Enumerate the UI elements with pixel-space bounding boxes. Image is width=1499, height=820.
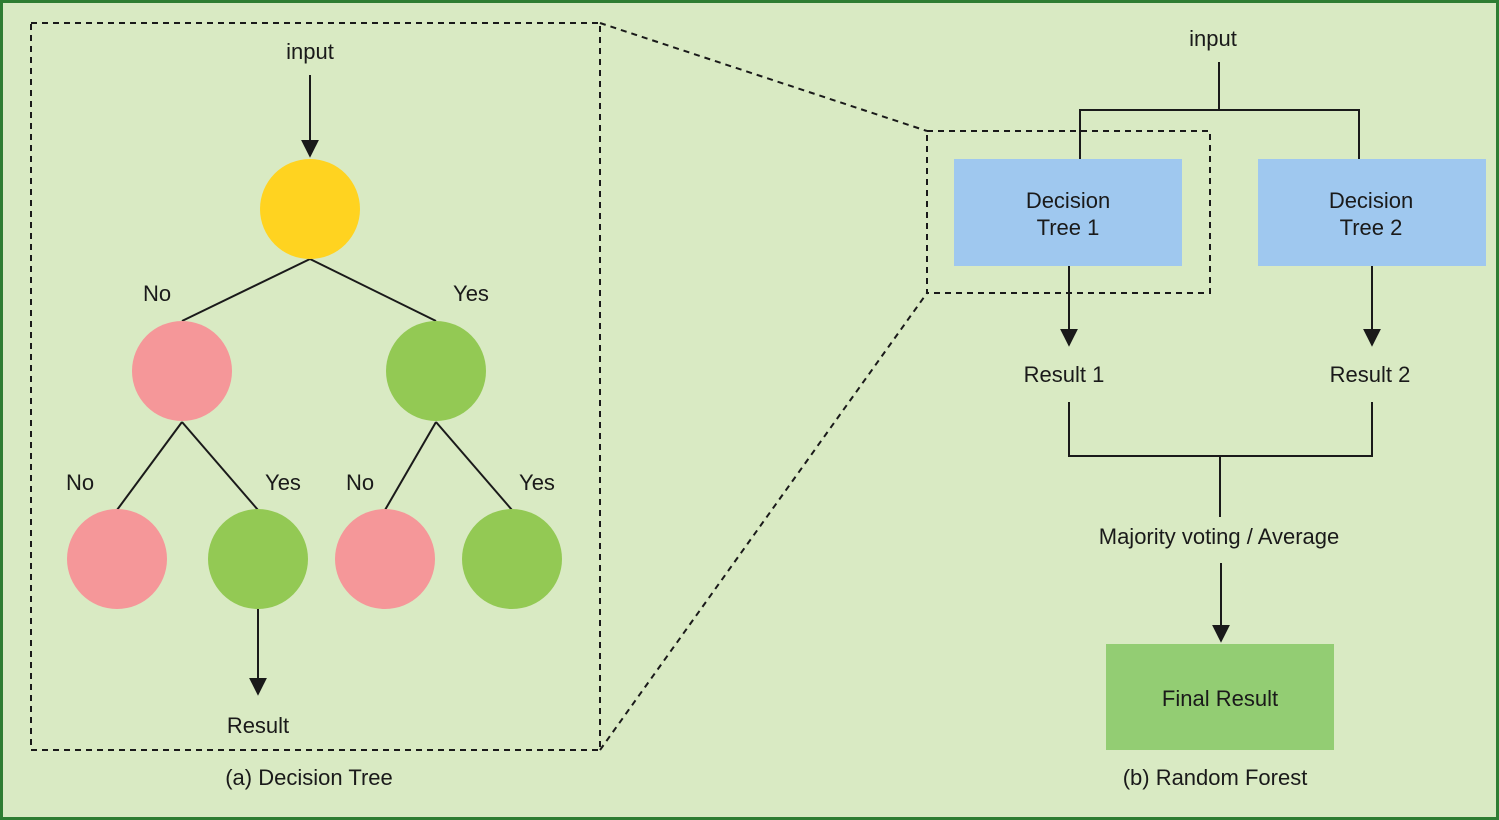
rf-result1: Result 1 — [1024, 362, 1105, 387]
dt-input-label: input — [286, 39, 334, 64]
dt-leaf-2 — [208, 509, 308, 609]
dt-node-right — [386, 321, 486, 421]
rf-tree2-line2: Tree 2 — [1340, 215, 1403, 240]
dt-caption: (a) Decision Tree — [225, 765, 393, 790]
dt-node-left — [132, 321, 232, 421]
zoom-line-bottom — [599, 292, 928, 751]
rf-input-branch — [1079, 109, 1360, 159]
rf-final-box — [1106, 644, 1334, 750]
rf-caption: (b) Random Forest — [1123, 765, 1308, 790]
dt-label-no-3: No — [346, 470, 374, 495]
rf-tree1-box — [954, 159, 1182, 266]
rf-tree2-box — [1258, 159, 1486, 266]
dt-label-no-1: No — [143, 281, 171, 306]
rf-final-label: Final Result — [1162, 686, 1278, 711]
dt-edge-root-right — [309, 258, 437, 322]
dt-edge-l-lr — [181, 421, 259, 511]
dt-edge-root-left — [181, 258, 311, 322]
rf-input-label: input — [1189, 26, 1237, 51]
dt-edge-r-rl — [384, 421, 437, 511]
zoom-line-top — [599, 22, 928, 132]
dt-label-yes-1: Yes — [453, 281, 489, 306]
dt-edge-r-rr — [435, 421, 513, 511]
dt-leaf-4 — [462, 509, 562, 609]
dt-root-node — [260, 159, 360, 259]
dt-label-yes-2: Yes — [265, 470, 301, 495]
rf-tree1-line2: Tree 1 — [1037, 215, 1100, 240]
dt-label-no-2: No — [66, 470, 94, 495]
dt-edge-l-ll — [116, 421, 183, 511]
rf-aggregation-label: Majority voting / Average — [1099, 524, 1340, 549]
dt-result-label: Result — [227, 713, 289, 738]
dt-label-yes-3: Yes — [519, 470, 555, 495]
dt-leaf-3 — [335, 509, 435, 609]
rf-result2: Result 2 — [1330, 362, 1411, 387]
dt-leaf-1 — [67, 509, 167, 609]
rf-tree2-line1: Decision — [1329, 188, 1413, 213]
rf-tree1-line1: Decision — [1026, 188, 1110, 213]
